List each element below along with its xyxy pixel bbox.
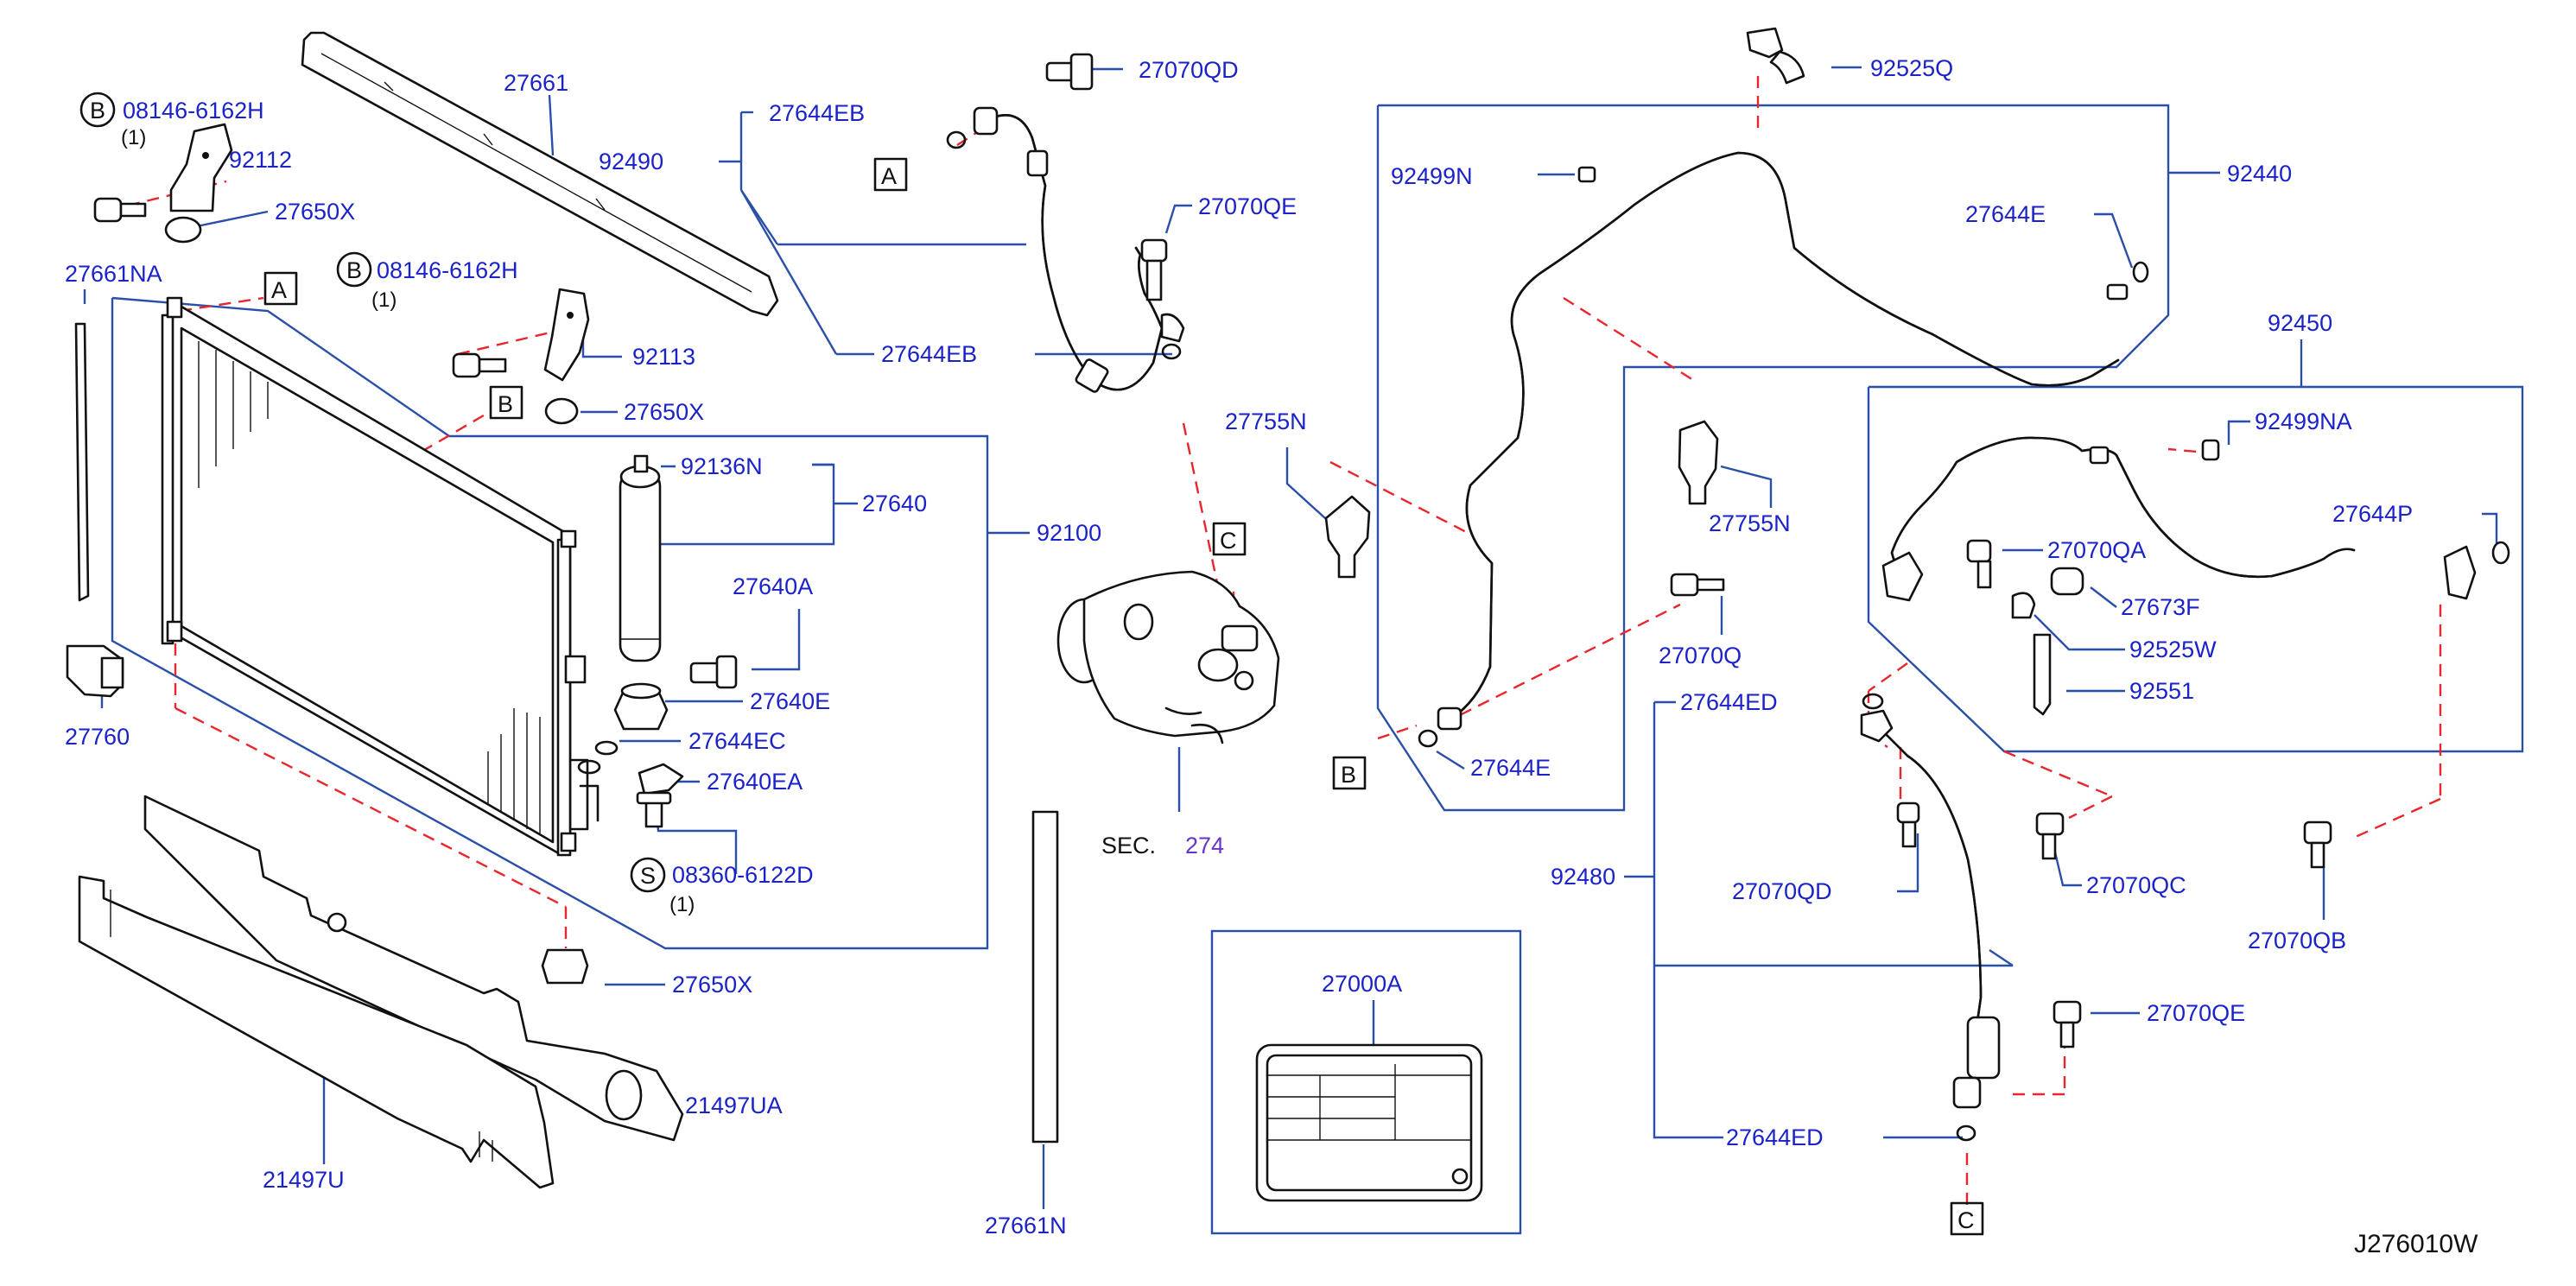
pipe-92450 bbox=[1881, 436, 2510, 716]
ref-box-b-pipe bbox=[1332, 756, 1367, 790]
ref-circle-s bbox=[630, 857, 666, 893]
ref-box-c-comp-label: C bbox=[1220, 528, 1237, 554]
lower-air-guides bbox=[78, 795, 684, 1189]
label-92499N: 92499N bbox=[1391, 163, 1473, 189]
part-labels: 27661 92490 27644EB 27070QD 92525Q 08146… bbox=[65, 55, 2478, 1258]
hose-upper-left bbox=[946, 53, 1185, 393]
ref-box-c-hose bbox=[1950, 1201, 1984, 1236]
label-21497UA: 21497UA bbox=[685, 1093, 783, 1118]
label-27644EB-top: 27644EB bbox=[769, 100, 865, 126]
label-92136N: 92136N bbox=[681, 453, 763, 479]
label-qty-s: (1) bbox=[669, 893, 695, 916]
label-92113: 92113 bbox=[632, 344, 695, 370]
ref-box-a-cond-label: A bbox=[271, 277, 287, 303]
ref-box-b-cond bbox=[489, 385, 523, 420]
label-27644EB-mid: 27644EB bbox=[881, 341, 977, 367]
ref-circle-s-label: S bbox=[640, 863, 656, 889]
ref-box-c-hose-label: C bbox=[1957, 1207, 1975, 1233]
label-plate bbox=[1255, 1043, 1483, 1202]
label-92551: 92551 bbox=[2129, 678, 2194, 704]
label-27650X-c: 27650X bbox=[672, 972, 752, 998]
label-qty-b: (1) bbox=[371, 288, 397, 312]
bolt-27070Q bbox=[1670, 573, 1725, 597]
label-27070QE-bot: 27070QE bbox=[2147, 1000, 2245, 1026]
label-08146-b: 08146-6162H bbox=[377, 257, 518, 283]
ref-box-b-cond-label: B bbox=[498, 391, 513, 417]
ref-circle-b-2-label: B bbox=[346, 257, 362, 283]
label-27644ED-top: 27644ED bbox=[1680, 689, 1778, 715]
label-92440: 92440 bbox=[2227, 161, 2292, 187]
diagram-id: J276010W bbox=[2354, 1230, 2478, 1258]
label-08146-a: 08146-6162H bbox=[123, 98, 264, 124]
label-27644EC: 27644EC bbox=[688, 728, 786, 754]
ambient-sensor bbox=[66, 644, 124, 698]
label-27661: 27661 bbox=[504, 70, 568, 96]
label-27640: 27640 bbox=[862, 491, 927, 516]
label-92525Q: 92525Q bbox=[1870, 55, 1953, 81]
pipe-92440 bbox=[1418, 27, 2149, 748]
label-sec-prefix: SEC. bbox=[1101, 833, 1156, 858]
label-21497U: 21497U bbox=[263, 1167, 345, 1193]
label-27070QD-bot: 27070QD bbox=[1732, 878, 1832, 904]
label-27661N: 27661N bbox=[985, 1213, 1067, 1238]
ref-circle-b-1 bbox=[79, 92, 116, 128]
label-27644E-bot: 27644E bbox=[1470, 755, 1551, 781]
label-92100: 92100 bbox=[1037, 520, 1101, 546]
ref-box-a-cond bbox=[263, 271, 298, 306]
compressor bbox=[1056, 570, 1280, 744]
ref-box-c-comp bbox=[1212, 522, 1247, 556]
label-27673F: 27673F bbox=[2121, 594, 2200, 620]
ref-circle-b-1-label: B bbox=[90, 98, 105, 124]
label-92499NA: 92499NA bbox=[2255, 409, 2352, 434]
receiver-dryer bbox=[577, 454, 738, 828]
label-08360: 08360-6122D bbox=[672, 862, 814, 888]
label-27640EA: 27640EA bbox=[707, 769, 803, 795]
label-92480: 92480 bbox=[1551, 864, 1615, 890]
reference-markers: A A B C B C B B S bbox=[79, 92, 1984, 1236]
ref-box-b-pipe-label: B bbox=[1341, 762, 1356, 788]
hose-92480 bbox=[1860, 693, 2332, 1142]
clip-27755N-right bbox=[1678, 420, 1719, 505]
label-27650X-b: 27650X bbox=[624, 399, 704, 425]
label-27755N-right: 27755N bbox=[1709, 510, 1791, 536]
label-27644ED-bot: 27644ED bbox=[1726, 1124, 1824, 1150]
mount-rubber-bottom bbox=[541, 948, 589, 985]
clip-27755N-left bbox=[1324, 495, 1371, 579]
label-27644P: 27644P bbox=[2332, 501, 2413, 527]
label-qty-a: (1) bbox=[121, 126, 146, 149]
air-guide-top bbox=[301, 31, 779, 317]
label-92112: 92112 bbox=[229, 147, 292, 173]
label-92450: 92450 bbox=[2268, 310, 2332, 336]
label-27000A: 27000A bbox=[1322, 971, 1402, 997]
bracket-92112 bbox=[93, 123, 233, 244]
label-27070QD-top: 27070QD bbox=[1139, 57, 1239, 83]
label-sec-number: 274 bbox=[1185, 833, 1224, 858]
seal-strip-left bbox=[74, 322, 90, 602]
bracket-92113 bbox=[452, 288, 590, 425]
label-27650X-a: 27650X bbox=[275, 199, 355, 225]
leader-lines bbox=[83, 66, 2524, 1235]
label-27070QA: 27070QA bbox=[2047, 537, 2146, 563]
label-92525W: 92525W bbox=[2129, 637, 2217, 662]
label-27070QB: 27070QB bbox=[2248, 928, 2346, 953]
condenser bbox=[161, 296, 600, 857]
seal-strip-right bbox=[1031, 810, 1059, 1143]
label-92490: 92490 bbox=[599, 149, 663, 174]
label-27070QC: 27070QC bbox=[2086, 872, 2186, 898]
ref-box-a-top bbox=[873, 157, 908, 192]
label-27755N-left: 27755N bbox=[1225, 409, 1307, 434]
label-27070QE-top: 27070QE bbox=[1198, 193, 1297, 219]
label-27070Q: 27070Q bbox=[1659, 643, 1742, 668]
label-27640A: 27640A bbox=[733, 573, 813, 599]
label-27760: 27760 bbox=[65, 724, 130, 750]
parts-artwork bbox=[66, 27, 2510, 1202]
label-27640E: 27640E bbox=[750, 688, 830, 714]
ref-circle-b-2 bbox=[336, 251, 372, 288]
ref-box-a-top-label: A bbox=[881, 163, 897, 189]
label-27661NA: 27661NA bbox=[65, 261, 162, 287]
label-27644E-top: 27644E bbox=[1965, 201, 2046, 227]
